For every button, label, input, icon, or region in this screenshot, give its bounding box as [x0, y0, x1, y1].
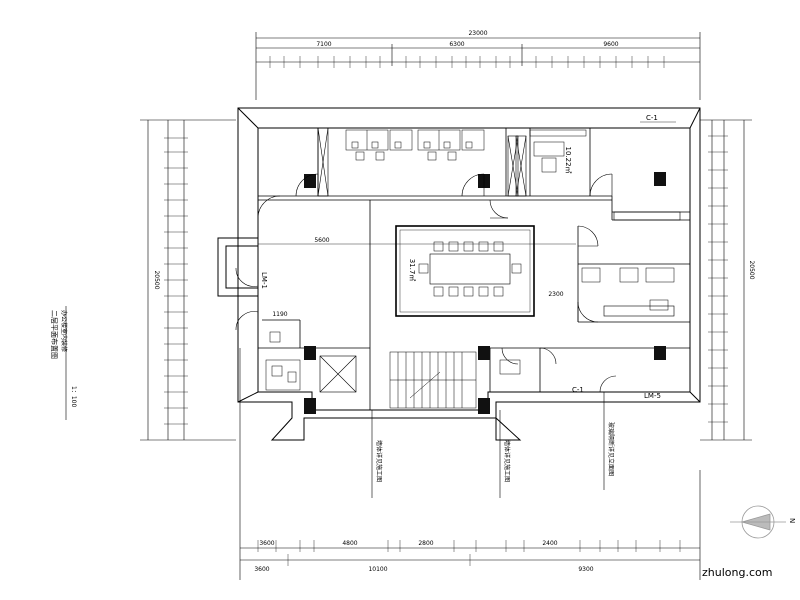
corridor-dim: 5600: [314, 237, 329, 244]
interior-walls: [258, 128, 690, 410]
lounge-sofas: [581, 267, 675, 311]
drawing-subtitle: 办公楼室内装修: [60, 310, 68, 352]
top-segment-2: 6300: [449, 41, 464, 48]
meeting-room: [395, 225, 535, 317]
stairs: [389, 351, 477, 409]
left-dimension-chain: [140, 119, 236, 441]
manager-office-furniture: [529, 129, 587, 173]
service-rooms: [265, 331, 521, 391]
door-swings: [235, 173, 617, 393]
right-total-dim: 20500: [748, 260, 755, 279]
top-total-dim: 23000: [468, 30, 487, 37]
glass-partitions: [317, 127, 681, 317]
office-area: 10.22㎡: [564, 146, 572, 173]
bottom-total-3: 9300: [578, 566, 593, 573]
drawing-title: 二层平面布置图: [50, 310, 59, 359]
bottom-dimension-chain: [239, 348, 701, 580]
bottom-segment-2: 4800: [342, 540, 357, 547]
tag-c1-bottom: C-1: [572, 386, 584, 394]
note-2: 墙体详见施工图: [503, 440, 511, 482]
bottom-segment-3: 2800: [418, 540, 433, 547]
dim-2300: 2300: [548, 291, 563, 298]
bottom-total-1: 3600: [254, 566, 269, 573]
meeting-room-area: 31.7㎡: [408, 259, 416, 282]
left-total-dim: 20500: [153, 270, 160, 289]
north-compass-icon: [730, 505, 786, 539]
note-1: 墙体详见施工图: [375, 440, 383, 482]
elevator: [319, 355, 357, 393]
bottom-segment-1: 3600: [259, 540, 274, 547]
door-dim: 1190: [272, 311, 287, 318]
tag-lm5: LM-5: [644, 392, 661, 400]
office-desks: [345, 129, 485, 161]
structural-columns: [304, 172, 666, 414]
tag-c1-top: C-1: [646, 114, 658, 122]
annotation-leaders: [371, 392, 605, 498]
note-3: 玻璃隔断详见立面图: [607, 422, 615, 476]
drawing-scale: 1：100: [70, 386, 77, 407]
tag-lm1: LM-1: [260, 272, 268, 289]
bottom-total-2: 10100: [368, 566, 387, 573]
top-dimension-chain: [255, 32, 701, 100]
top-segment-1: 7100: [316, 41, 331, 48]
compass-north: N: [788, 518, 796, 523]
top-segment-3: 9600: [603, 41, 618, 48]
watermark-text: zhulong.com: [702, 566, 772, 579]
bottom-segment-4: 2400: [542, 540, 557, 547]
right-dimension-chain: [700, 119, 752, 441]
